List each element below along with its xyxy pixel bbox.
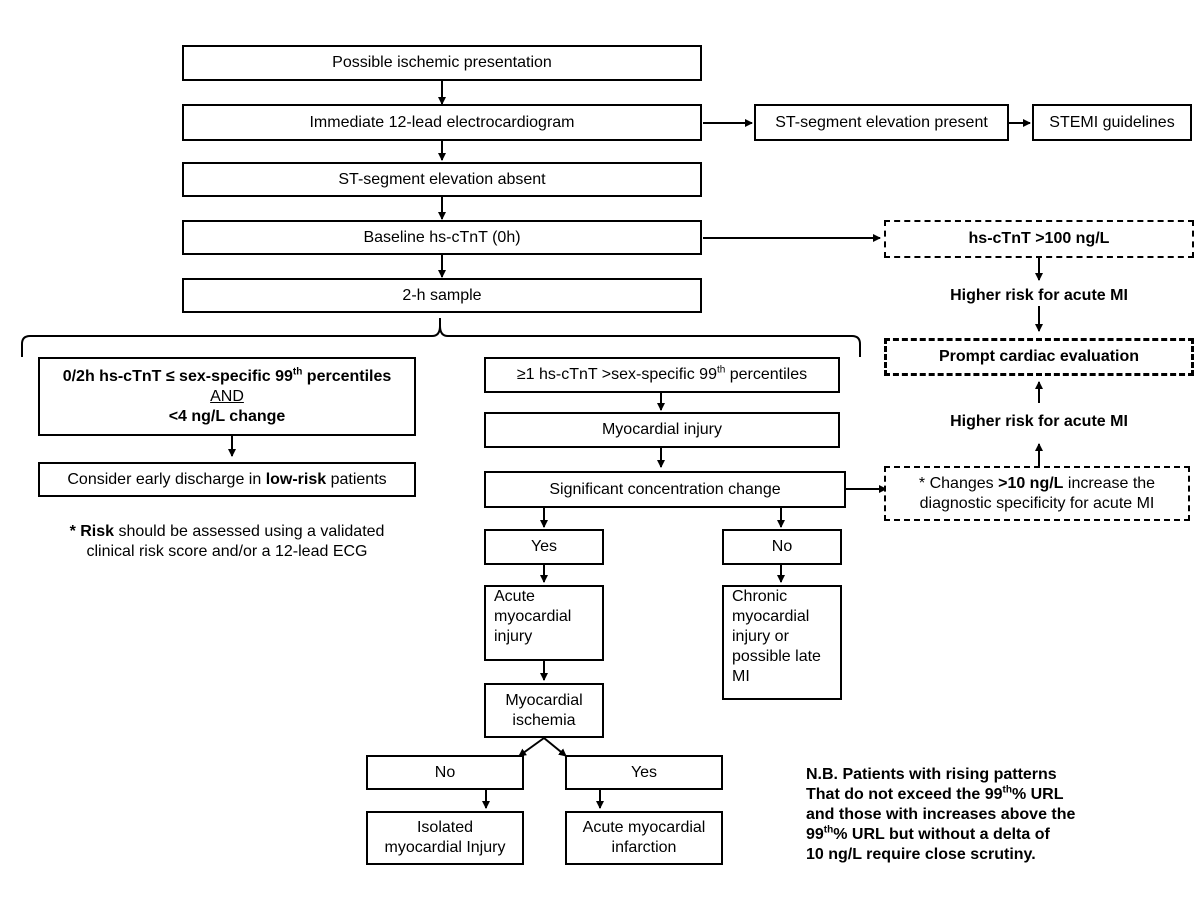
node-high-hs-ctnt: ≥1 hs-cTnT >sex-specific 99th percentile… — [484, 357, 840, 393]
node-label: Significant concentration change — [549, 480, 781, 498]
low-text-b: percentiles — [302, 367, 392, 385]
nb-line-2: That do not exceed the 99th% URL — [806, 785, 1136, 805]
low-change: <4 ng/L change — [168, 407, 286, 425]
nb-sup-2: th — [823, 824, 834, 836]
acute-mi-line-2: infarction — [611, 839, 677, 856]
acute-injury-line-3: injury — [494, 628, 533, 645]
nb-sup-1: th — [1002, 784, 1012, 796]
node-st-absent: ST-segment elevation absent — [182, 162, 702, 197]
nb-text-2b: % URL — [1011, 786, 1064, 803]
changes-line-1: * Changes >10 ng/L increase the — [919, 474, 1155, 494]
branch-brace — [21, 318, 861, 357]
changes-text-b: increase the — [1063, 474, 1156, 492]
high-text-a: ≥1 hs-cTnT >sex-specific 99 — [516, 366, 717, 383]
node-no-1: No — [722, 529, 842, 565]
low-and: AND — [210, 387, 244, 405]
node-label: Yes — [630, 763, 658, 781]
node-significant-change: Significant concentration change — [484, 471, 846, 508]
high-sup: th — [716, 364, 726, 376]
risk-note-line-2: clinical risk score and/or a 12-lead ECG — [86, 543, 368, 560]
low-sup: th — [292, 366, 303, 378]
node-ischemia: Myocardial ischemia — [484, 683, 604, 738]
acute-injury-line-2: myocardial — [494, 608, 572, 625]
node-label: Yes — [530, 538, 558, 555]
chronic-line-5: MI — [732, 668, 750, 685]
node-label: Immediate 12-lead electrocardiogram — [309, 113, 575, 131]
node-label: Prompt cardiac evaluation — [938, 348, 1140, 365]
discharge-label: Consider early discharge in low-risk pat… — [67, 470, 386, 490]
risk-note-bold: * Risk — [69, 523, 115, 540]
node-baseline: Baseline hs-cTnT (0h) — [182, 220, 702, 255]
node-label: No — [434, 763, 456, 781]
low-line-1: 0/2h hs-cTnT ≤ sex-specific 99th percent… — [63, 367, 392, 387]
node-label: STEMI guidelines — [1049, 113, 1175, 131]
node-label: Possible ischemic presentation — [332, 54, 552, 71]
arrow-ischemia-to-no — [518, 737, 545, 757]
node-stemi-guidelines: STEMI guidelines — [1032, 104, 1192, 141]
node-acute-mi: Acute myocardial infarction — [565, 811, 723, 865]
risk-note: * Risk should be assessed using a valida… — [38, 522, 416, 562]
nb-text-2a: That do not exceed the 99 — [806, 786, 1003, 803]
nb-text-4a: 99 — [806, 826, 824, 843]
discharge-text-b: patients — [326, 470, 387, 488]
node-label: 2-h sample — [402, 286, 482, 304]
risk-note-text-1: should be assessed using a validated — [114, 523, 385, 540]
risk-note-line-1: * Risk should be assessed using a valida… — [38, 522, 416, 542]
node-label: No — [771, 538, 793, 555]
isolated-line-1: Isolated — [416, 819, 474, 836]
node-ecg-12lead: Immediate 12-lead electrocardiogram — [182, 104, 702, 141]
nb-line-3: and those with increases above the — [806, 806, 1076, 823]
node-no-2: No — [366, 755, 524, 790]
changes-text-a: * Changes — [918, 474, 999, 492]
isolated-line-2: myocardial Injury — [384, 839, 506, 856]
acute-injury-line-1: Acute — [494, 588, 535, 605]
discharge-text-a: Consider early discharge in — [67, 470, 266, 488]
high-text-b: percentiles — [725, 366, 808, 383]
high-label: ≥1 hs-cTnT >sex-specific 99th percentile… — [517, 365, 807, 385]
nb-line-5: 10 ng/L require close scrutiny. — [806, 846, 1036, 863]
node-hs-gt100: hs-cTnT >100 ng/L — [884, 220, 1194, 258]
node-early-discharge: Consider early discharge in low-risk pat… — [38, 462, 416, 497]
node-st-present: ST-segment elevation present — [754, 104, 1009, 141]
chronic-line-2: myocardial — [732, 608, 810, 625]
node-possible-ischemic: Possible ischemic presentation — [182, 45, 702, 81]
changes-text-bold: >10 ng/L — [998, 474, 1064, 492]
ischemia-line-1: Myocardial — [505, 691, 583, 709]
node-chronic-injury: Chronic myocardial injury or possible la… — [722, 585, 842, 700]
ischemia-line-2: ischemia — [512, 711, 576, 729]
node-low-hs-ctnt: 0/2h hs-cTnT ≤ sex-specific 99th percent… — [38, 357, 416, 436]
chronic-line-3: injury or — [732, 628, 789, 645]
node-myocardial-injury: Myocardial injury — [484, 412, 840, 448]
node-yes-1: Yes — [484, 529, 604, 565]
arrow-ischemia-to-yes — [543, 737, 567, 757]
node-label: Myocardial injury — [601, 421, 723, 438]
node-label: ST-segment elevation absent — [338, 170, 546, 188]
node-prompt-evaluation: Prompt cardiac evaluation — [884, 338, 1194, 376]
chronic-line-1: Chronic — [732, 588, 788, 605]
changes-line-2: diagnostic specificity for acute MI — [919, 494, 1155, 512]
node-isolated-injury: Isolated myocardial Injury — [366, 811, 524, 865]
nb-note: N.B. Patients with rising patterns That … — [806, 765, 1136, 865]
node-label: ST-segment elevation present — [775, 113, 988, 131]
node-yes-2: Yes — [565, 755, 723, 790]
nb-text-4b: % URL but without a delta of — [833, 826, 1050, 843]
label-higher-risk-2: Higher risk for acute MI — [950, 413, 1128, 430]
nb-line-4: 99th% URL but without a delta of — [806, 825, 1136, 845]
node-acute-injury: Acute myocardial injury — [484, 585, 604, 661]
chronic-line-4: possible late — [732, 648, 821, 665]
low-text-a: 0/2h hs-cTnT ≤ sex-specific 99 — [62, 367, 293, 385]
node-2h-sample: 2-h sample — [182, 278, 702, 313]
discharge-text-bold: low-risk — [265, 470, 327, 488]
node-changes-note: * Changes >10 ng/L increase the diagnost… — [884, 466, 1190, 521]
label-higher-risk-1: Higher risk for acute MI — [950, 287, 1128, 304]
node-label: hs-cTnT >100 ng/L — [968, 230, 1110, 247]
node-label: Baseline hs-cTnT (0h) — [363, 228, 521, 246]
nb-line-1: N.B. Patients with rising patterns — [806, 766, 1057, 783]
acute-mi-line-1: Acute myocardial — [582, 819, 706, 836]
